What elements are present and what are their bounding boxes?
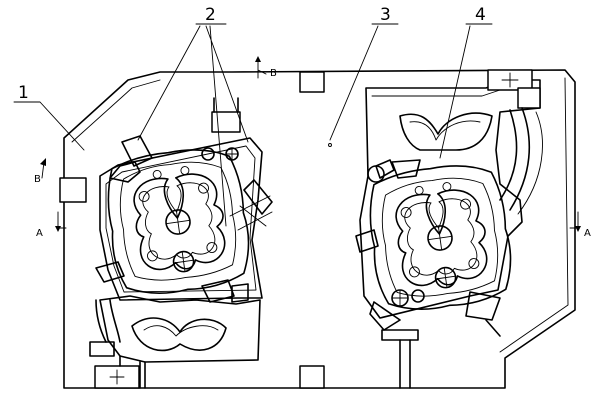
callout-3: 3 — [380, 5, 391, 25]
callout-2: 2 — [205, 5, 216, 25]
left-guide-block — [59, 177, 87, 203]
section-mark-b-left: B — [34, 174, 41, 185]
left-mold-insert — [89, 97, 273, 389]
right-side-block — [517, 87, 541, 109]
section-markers — [40, 56, 581, 232]
top-guide-block — [299, 71, 325, 93]
right-mold-insert — [355, 69, 543, 389]
section-mark-b-top: B — [270, 68, 277, 79]
base-plate — [59, 69, 576, 389]
section-mark-a-right: A — [584, 228, 591, 239]
top-sprue-block — [211, 111, 241, 133]
callout-4: 4 — [475, 5, 486, 25]
section-mark-a-left: A — [36, 228, 43, 239]
leader-lines — [13, 23, 493, 227]
callout-1: 1 — [18, 83, 29, 103]
bottom-guide-block — [299, 365, 325, 389]
